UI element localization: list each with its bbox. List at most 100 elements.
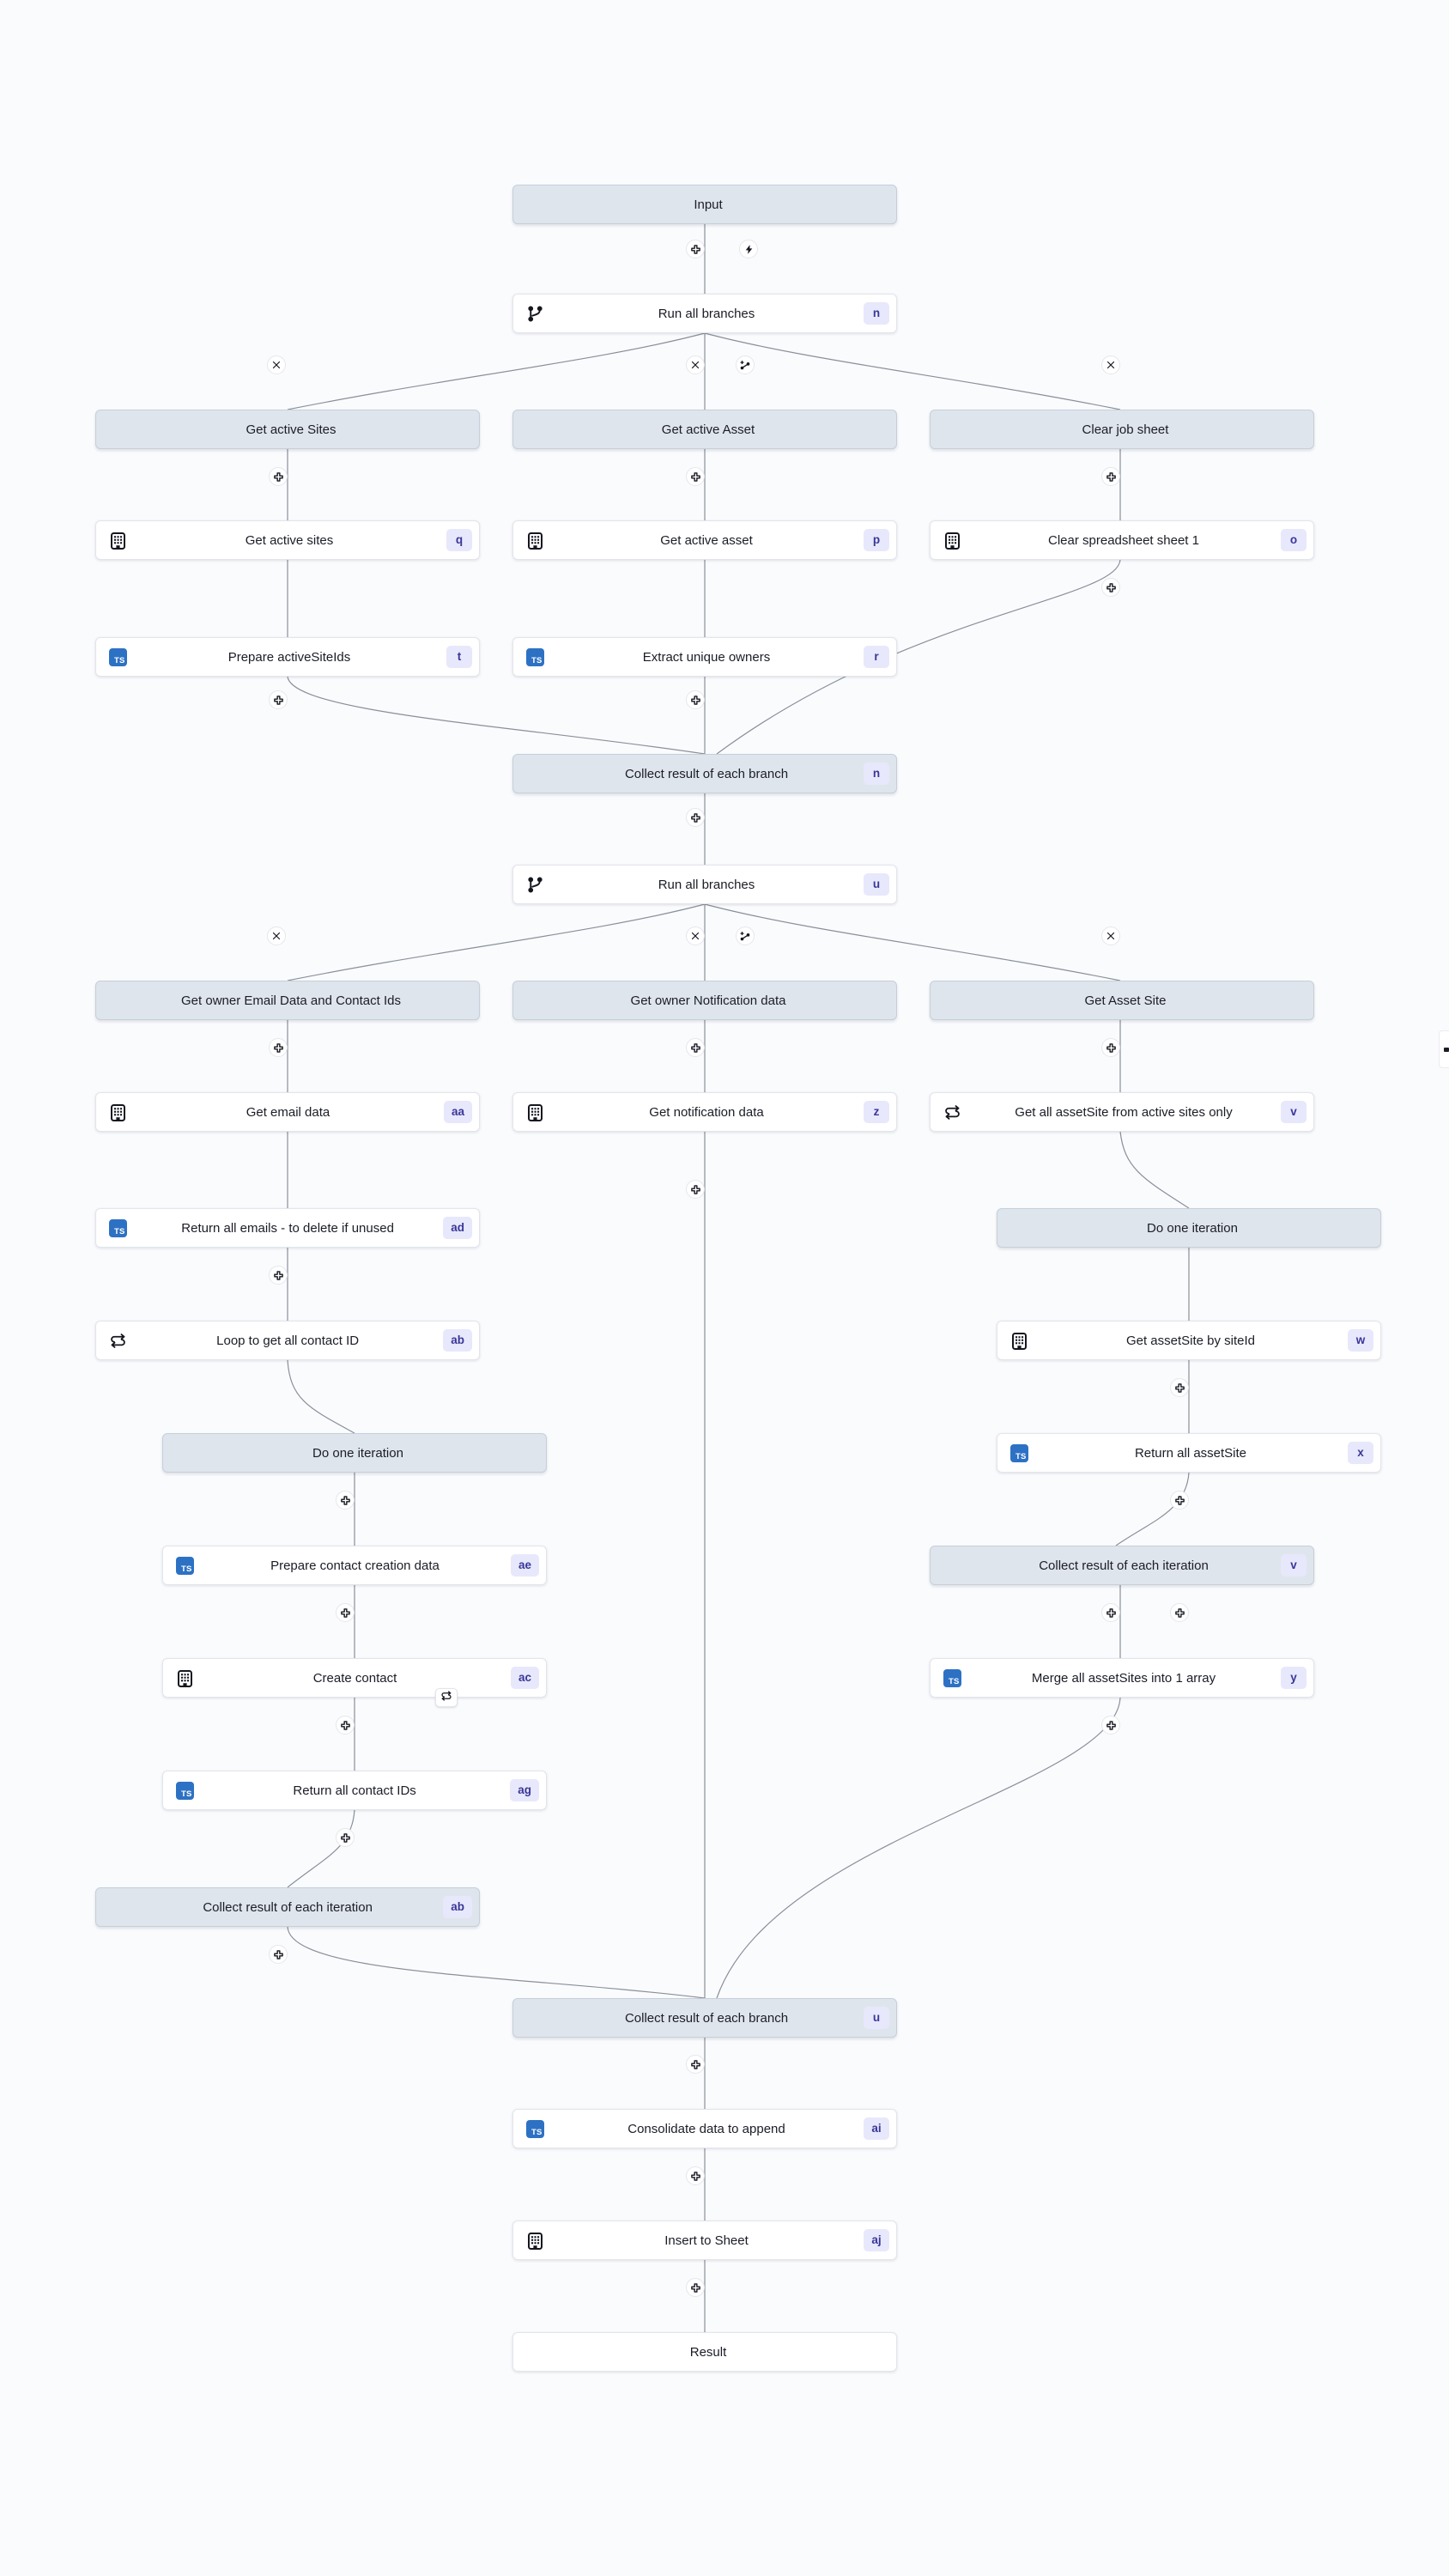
node-grp_jobsheet[interactable]: Clear job sheet [930, 410, 1314, 449]
handle-h-collectbr2-plus[interactable] [686, 2055, 705, 2074]
handle-h-b1-close-r[interactable] [1101, 355, 1120, 374]
handle-h-extract-plus[interactable] [686, 690, 705, 709]
handle-h-consolidate-plus[interactable] [686, 2166, 705, 2185]
node-grp_notif[interactable]: Get owner Notification data [512, 981, 897, 1020]
node-badge[interactable]: v [1281, 1554, 1307, 1577]
handle-h-input-plus[interactable] [686, 240, 705, 258]
handle-h-assetsite-plus[interactable] [1101, 1038, 1120, 1057]
handle-h-createcontact-plus[interactable] [336, 1716, 355, 1735]
handle-h-prep-sites-plus[interactable] [269, 690, 288, 709]
handle-h-b1-addbranch[interactable] [736, 355, 755, 374]
handle-h-retassetsite-plus[interactable] [1170, 1603, 1189, 1622]
node-badge[interactable]: ab [443, 1896, 472, 1918]
handle-h-prepcontact-plus[interactable] [336, 1603, 355, 1622]
node-collect_iter_ab[interactable]: Collect result of each iteration ab [95, 1887, 480, 1927]
node-badge[interactable]: aa [443, 1101, 472, 1123]
handle-h-b1-close-c[interactable] [686, 355, 705, 374]
node-badge[interactable]: aj [864, 2229, 889, 2251]
node-iter_assetsite[interactable]: Do one iteration [997, 1208, 1381, 1248]
add-step-icon [1106, 1720, 1117, 1731]
handle-h-clear-plus[interactable] [1101, 578, 1120, 597]
handle-h-getasby-plus[interactable] [1170, 1491, 1189, 1510]
node-badge[interactable]: t [446, 646, 472, 668]
node-label: Collect result of each iteration [203, 1900, 373, 1914]
handle-h-retemail-plus[interactable] [269, 1266, 288, 1285]
node-badge[interactable]: ab [443, 1329, 472, 1352]
handle-h-input-bolt[interactable] [739, 240, 758, 258]
node-badge[interactable]: p [864, 529, 889, 551]
handle-h-collectv-plus[interactable] [1101, 1603, 1120, 1622]
node-icon-slot [937, 1093, 967, 1131]
handle-h-iterassetsite-plus[interactable] [1170, 1378, 1189, 1397]
handle-h-jobsheet-plus[interactable] [1101, 467, 1120, 486]
node-grp_email[interactable]: Get owner Email Data and Contact Ids [95, 981, 480, 1020]
node-iter_contact[interactable]: Do one iteration [162, 1433, 547, 1473]
handle-h-b2-close-l[interactable] [267, 927, 286, 945]
node-badge[interactable]: n [864, 762, 889, 785]
node-badge[interactable]: w [1348, 1329, 1373, 1352]
node-retry-chip[interactable] [435, 1688, 458, 1707]
node-badge[interactable]: o [1281, 529, 1307, 551]
node-badge[interactable]: u [864, 2007, 889, 2029]
handle-h-b2-close-c[interactable] [686, 927, 705, 945]
node-get_all_assetsite[interactable]: Get all assetSite from active sites only… [930, 1092, 1314, 1132]
handle-h-b2-addbranch[interactable] [736, 927, 755, 945]
node-badge[interactable]: ai [864, 2117, 889, 2140]
node-icon-slot [937, 1546, 967, 1584]
handle-h-retcontact-plus[interactable] [336, 1828, 355, 1847]
handle-h-asset-plus[interactable] [686, 467, 705, 486]
node-badge[interactable]: r [864, 646, 889, 668]
handle-h-b1-close-l[interactable] [267, 355, 286, 374]
node-badge[interactable]: n [864, 302, 889, 325]
node-badge[interactable]: y [1281, 1667, 1307, 1689]
node-badge[interactable]: q [446, 529, 472, 551]
handle-h-b2-close-r[interactable] [1101, 927, 1120, 945]
handle-h-notif-plus[interactable] [686, 1038, 705, 1057]
node-badge[interactable]: ae [510, 1554, 539, 1577]
node-badge[interactable]: ag [510, 1779, 539, 1801]
handle-h-collect1-plus[interactable] [686, 808, 705, 827]
handle-h-sites-plus[interactable] [269, 467, 288, 486]
clipped-edge-node[interactable] [1439, 1030, 1449, 1068]
handle-h-merge-plus[interactable] [1101, 1716, 1120, 1735]
node-badge[interactable]: u [864, 873, 889, 896]
node-input[interactable]: Input [512, 185, 897, 224]
node-grp_assetsite[interactable]: Get Asset Site [930, 981, 1314, 1020]
node-result[interactable]: Result [512, 2332, 897, 2372]
node-badge[interactable]: ac [510, 1667, 539, 1689]
handle-h-getallas-plus[interactable] [686, 1180, 705, 1199]
node-badge[interactable]: z [864, 1101, 889, 1123]
node-grp_asset[interactable]: Get active Asset [512, 410, 897, 449]
handle-h-collectab-plus[interactable] [269, 1945, 288, 1964]
node-badge[interactable]: v [1281, 1101, 1307, 1123]
node-grp_sites[interactable]: Get active Sites [95, 410, 480, 449]
node-badge[interactable]: x [1348, 1442, 1373, 1464]
node-badge[interactable]: ad [443, 1217, 472, 1239]
handle-h-itercontact-plus[interactable] [336, 1491, 355, 1510]
handle-h-insert-plus[interactable] [686, 2278, 705, 2297]
handle-h-email-plus[interactable] [269, 1038, 288, 1057]
